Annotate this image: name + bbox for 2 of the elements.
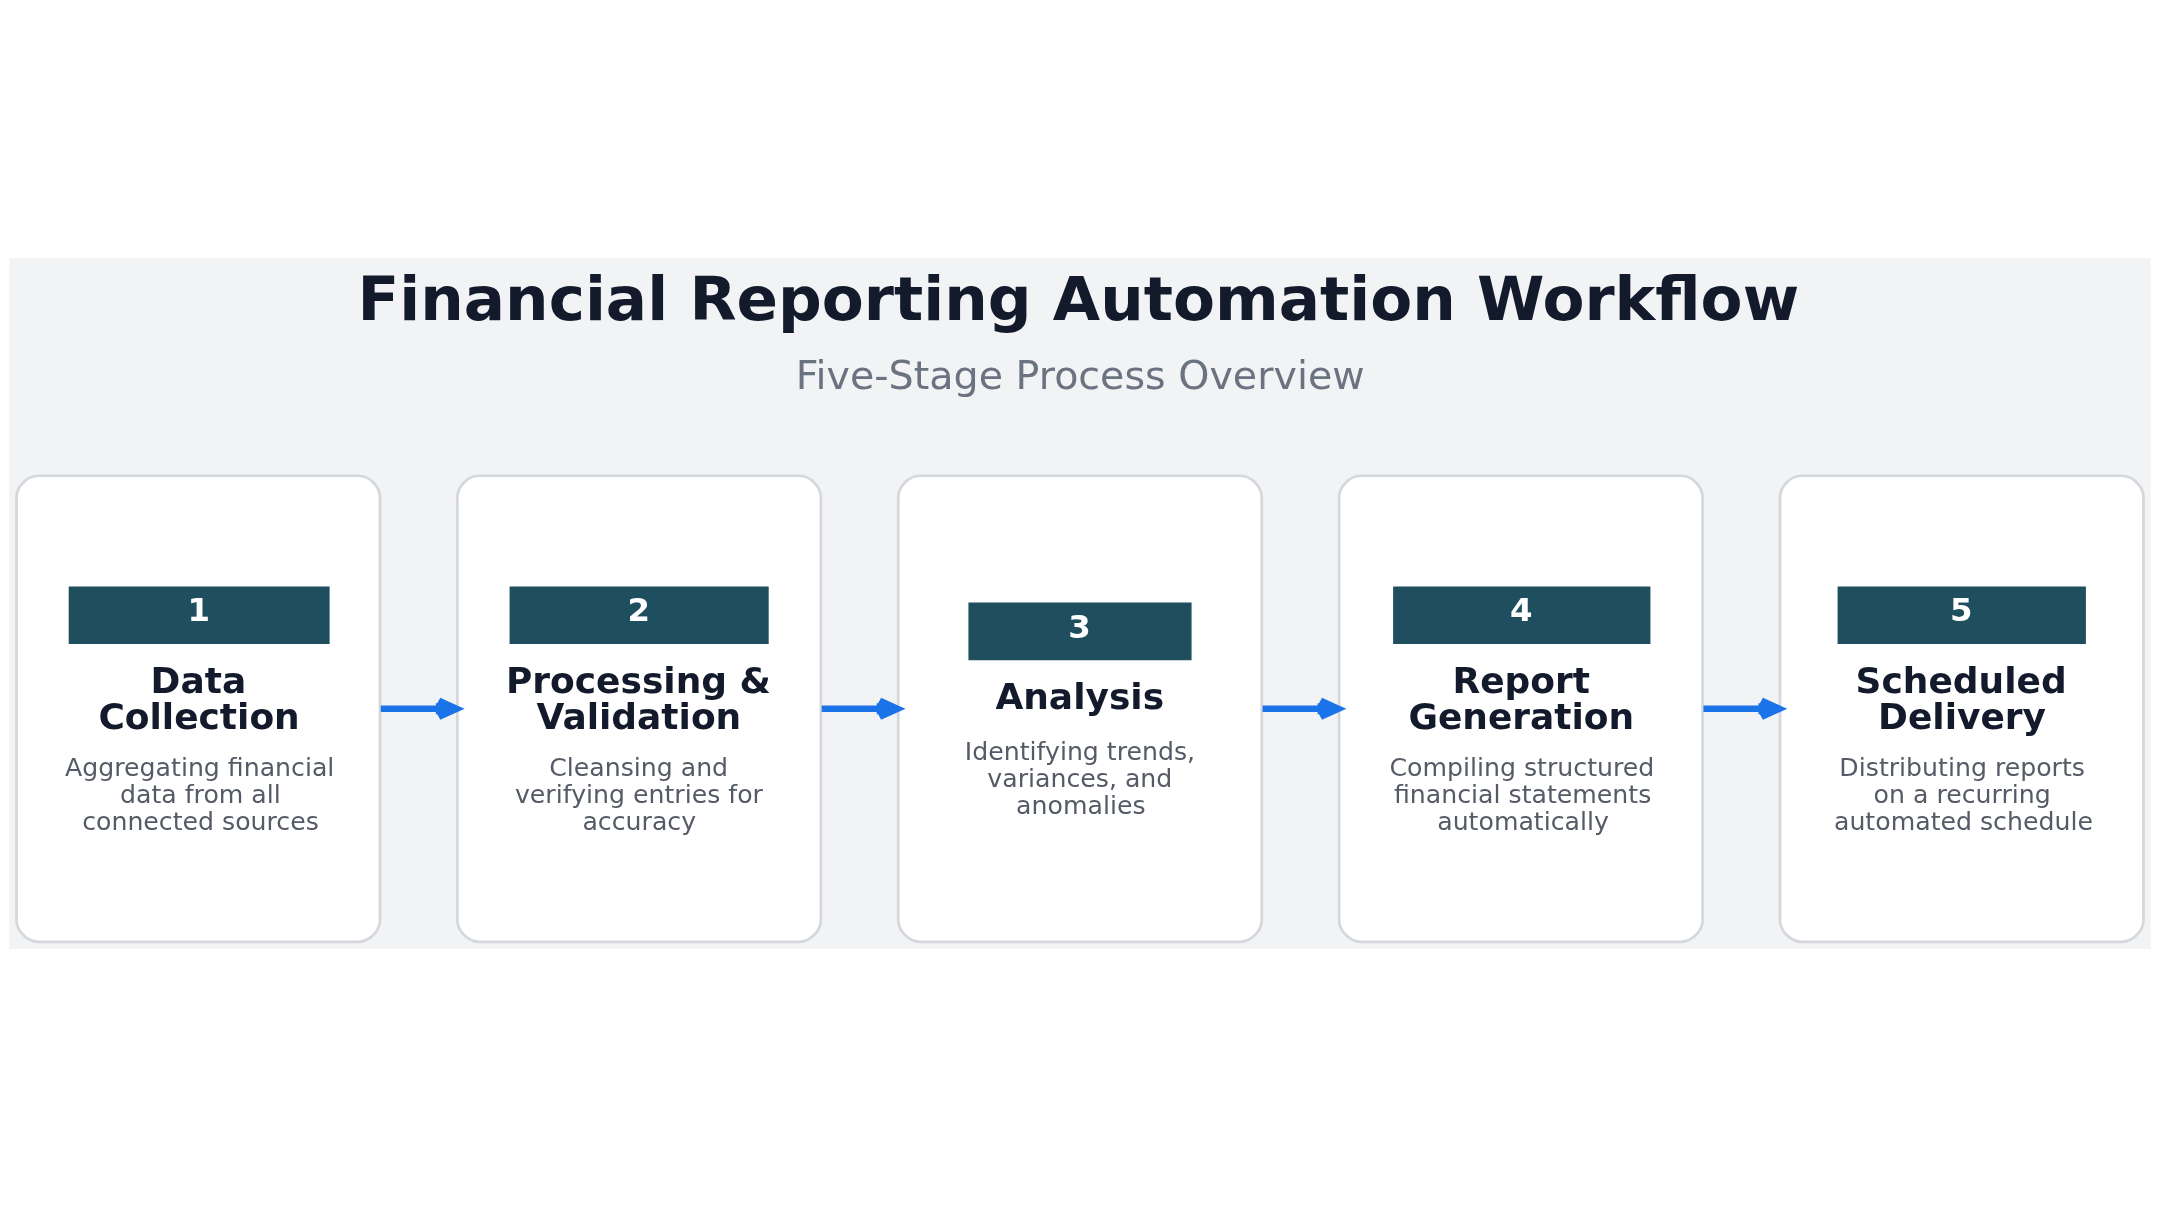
diagram-title: Financial Reporting Automation Workflow (357, 262, 1800, 334)
label: Five-Stage Process Overview (795, 351, 1365, 398)
